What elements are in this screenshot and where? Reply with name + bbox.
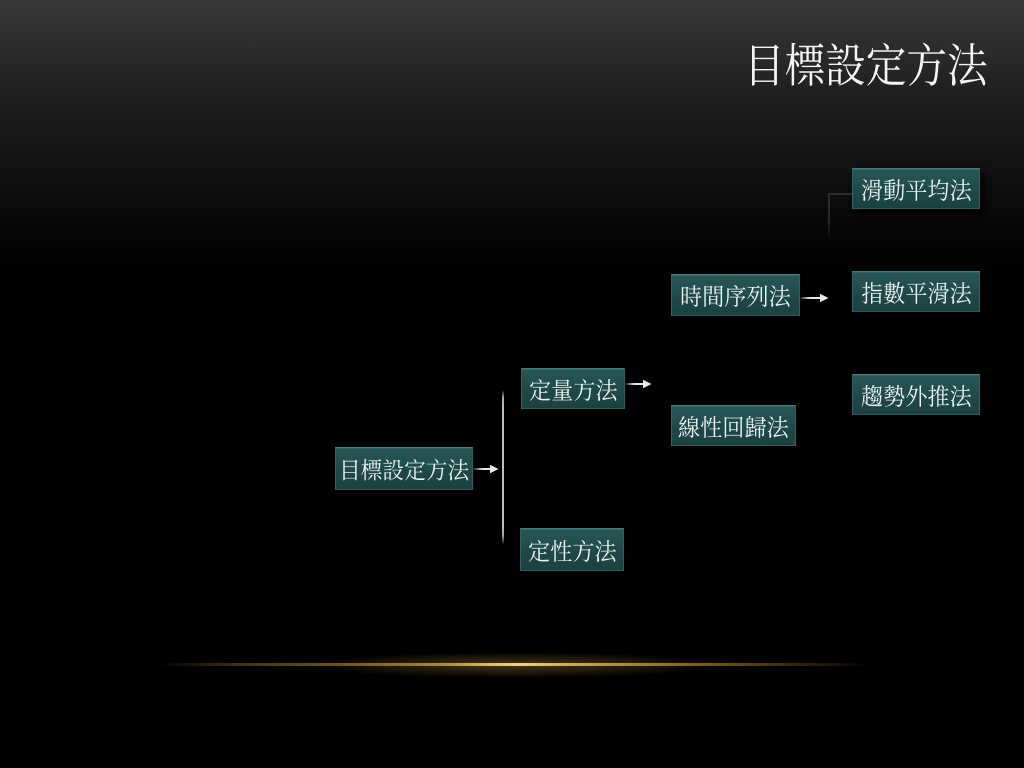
node-quantitative-methods: 定量方法 <box>521 368 625 409</box>
arrow-root-to-methods <box>473 464 499 474</box>
node-linear-regression-method-label: 線性回歸法 <box>678 415 789 439</box>
gold-accent-line <box>160 663 866 666</box>
elbow-connector-to-moving-average-vertical <box>828 193 830 241</box>
node-time-series-method-label: 時間序列法 <box>680 284 791 308</box>
node-time-series-method: 時間序列法 <box>671 274 800 316</box>
arrow-quantitative-to-children <box>626 379 652 389</box>
bracket-line-root-children <box>502 390 504 545</box>
node-trend-extrapolation-method: 趨勢外推法 <box>852 374 980 415</box>
node-linear-regression-method: 線性回歸法 <box>671 405 796 446</box>
arrow-time-series-to-children <box>801 293 829 303</box>
slide-title: 目標設定方法 <box>744 41 988 88</box>
node-qualitative-methods-label: 定性方法 <box>528 539 617 563</box>
node-moving-average-method-label: 滑動平均法 <box>861 178 972 202</box>
node-moving-average-method: 滑動平均法 <box>852 168 980 209</box>
node-quantitative-methods-label: 定量方法 <box>529 378 618 402</box>
node-trend-extrapolation-method-label: 趨勢外推法 <box>861 384 972 408</box>
node-exponential-smoothing-method: 指數平滑法 <box>852 271 980 312</box>
node-exponential-smoothing-method-label: 指數平滑法 <box>861 281 972 305</box>
node-goal-setting-methods-label: 目標設定方法 <box>339 458 469 481</box>
node-goal-setting-methods: 目標設定方法 <box>335 447 473 490</box>
node-qualitative-methods: 定性方法 <box>520 528 624 571</box>
background-gradient <box>0 0 1024 300</box>
elbow-connector-to-moving-average <box>829 193 852 195</box>
